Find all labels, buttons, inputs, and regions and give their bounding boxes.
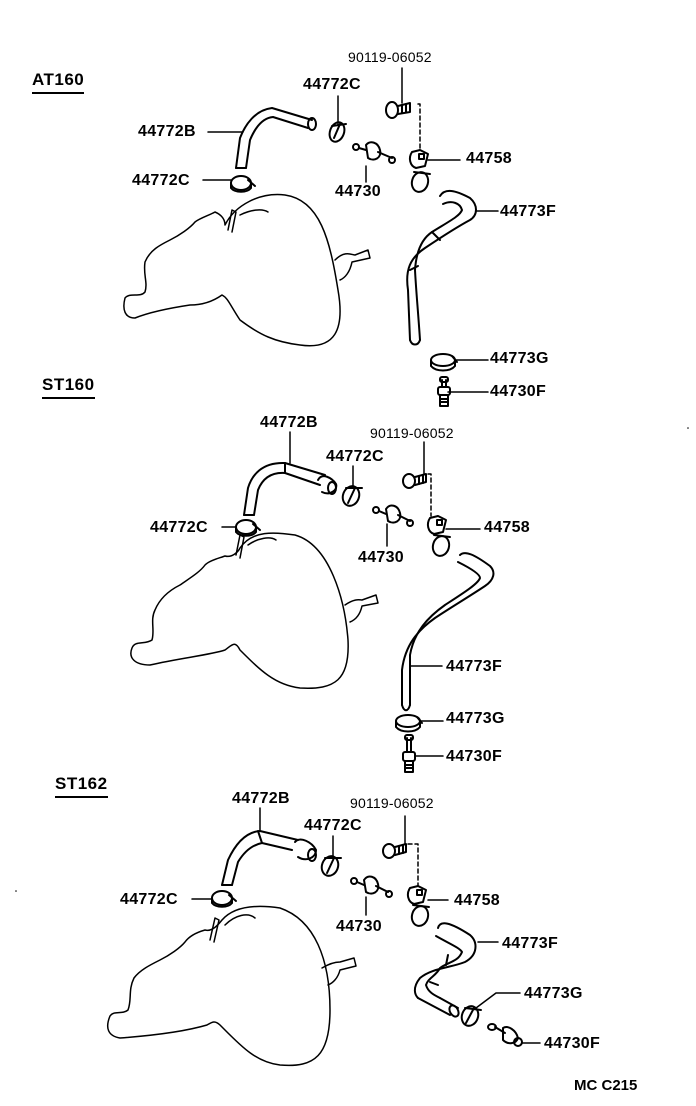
part-label-hose-b[interactable]: 44772B	[232, 790, 290, 807]
part-label-bolt[interactable]: 90119-06052	[350, 795, 434, 811]
hose-clip-lower-icon	[231, 176, 255, 192]
part-label-clip-lower[interactable]: 44772C	[120, 891, 178, 908]
bolt-icon	[383, 844, 406, 858]
part-label-union-f[interactable]: 44730F	[446, 748, 503, 765]
part-label-clip-upper[interactable]: 44772C	[326, 448, 384, 465]
check-valve-icon	[373, 506, 413, 526]
part-label-hose-b[interactable]: 44772B	[260, 414, 318, 431]
bolt-icon	[386, 102, 410, 118]
section-title-at160: AT160	[32, 70, 85, 94]
part-label-bolt[interactable]: 90119-06052	[370, 425, 454, 441]
union-44730f-icon	[403, 735, 415, 772]
clamp-44773g-icon	[396, 715, 422, 732]
hose-44772b-icon	[222, 831, 316, 885]
hose-clip-lower-icon	[212, 891, 236, 907]
hose-clip-upper-icon	[319, 854, 341, 878]
st160-leader-lines	[222, 432, 480, 756]
part-label-check-valve[interactable]: 44730	[336, 918, 382, 935]
part-label-union-f[interactable]: 44730F	[544, 1035, 601, 1052]
section-st162-drawing	[108, 808, 540, 1065]
clamp-44773g-icon	[431, 354, 457, 371]
part-label-clip-upper[interactable]: 44772C	[303, 76, 361, 93]
bracket-icon	[410, 150, 431, 194]
part-label-bracket[interactable]: 44758	[466, 150, 512, 167]
part-label-clip-lower[interactable]: 44772C	[132, 172, 190, 189]
part-label-hose-f[interactable]: 44773F	[446, 658, 503, 675]
brake-booster-icon	[108, 906, 356, 1065]
hose-44773f-icon	[407, 191, 476, 345]
hose-44772b-icon	[244, 463, 336, 515]
part-label-hose-f[interactable]: 44773F	[502, 935, 559, 952]
union-44730f-icon	[438, 377, 450, 406]
check-valve-icon	[351, 877, 392, 897]
part-label-bracket[interactable]: 44758	[484, 519, 530, 536]
scan-dot	[687, 427, 689, 429]
brake-booster-icon	[131, 533, 378, 688]
scan-dot	[15, 890, 17, 892]
bracket-icon	[428, 516, 451, 558]
section-at160-drawing	[124, 68, 498, 406]
part-label-hose-b[interactable]: 44772B	[138, 123, 196, 140]
part-label-clamp-g[interactable]: 44773G	[524, 985, 583, 1002]
part-label-clip-lower[interactable]: 44772C	[150, 519, 208, 536]
part-label-check-valve[interactable]: 44730	[358, 549, 404, 566]
brake-booster-icon	[124, 195, 370, 346]
part-label-union-f[interactable]: 44730F	[490, 383, 547, 400]
at160-leader-lines	[203, 68, 498, 392]
bolt-guide-line	[408, 844, 418, 886]
clamp-44773g-icon	[459, 1004, 481, 1028]
hose-clip-upper-icon	[340, 484, 362, 508]
bolt-icon	[403, 474, 426, 488]
section-title-st162: ST162	[55, 774, 108, 798]
hose-clip-upper-icon	[327, 120, 347, 144]
section-title-st160: ST160	[42, 375, 95, 399]
part-label-clamp-g[interactable]: 44773G	[446, 710, 505, 727]
section-st160-drawing	[131, 432, 494, 772]
diagram-code: MC C215	[574, 1077, 638, 1094]
bolt-guide-line	[428, 474, 431, 516]
bolt-guide-line	[418, 104, 420, 150]
part-label-clip-upper[interactable]: 44772C	[304, 817, 362, 834]
part-label-check-valve[interactable]: 44730	[335, 183, 381, 200]
bracket-icon	[408, 886, 430, 928]
hose-clip-lower-icon	[236, 520, 260, 536]
part-label-hose-f[interactable]: 44773F	[500, 203, 557, 220]
hose-44773f-icon	[402, 553, 493, 710]
hose-44772b-icon	[236, 108, 316, 168]
st162-leader-lines	[192, 808, 540, 1043]
part-label-bolt[interactable]: 90119-06052	[348, 49, 432, 65]
check-valve-icon	[353, 142, 395, 163]
hose-44773f-icon	[415, 923, 476, 1018]
union-44730f-icon	[488, 1024, 522, 1046]
part-label-clamp-g[interactable]: 44773G	[490, 350, 549, 367]
part-label-bracket[interactable]: 44758	[454, 892, 500, 909]
